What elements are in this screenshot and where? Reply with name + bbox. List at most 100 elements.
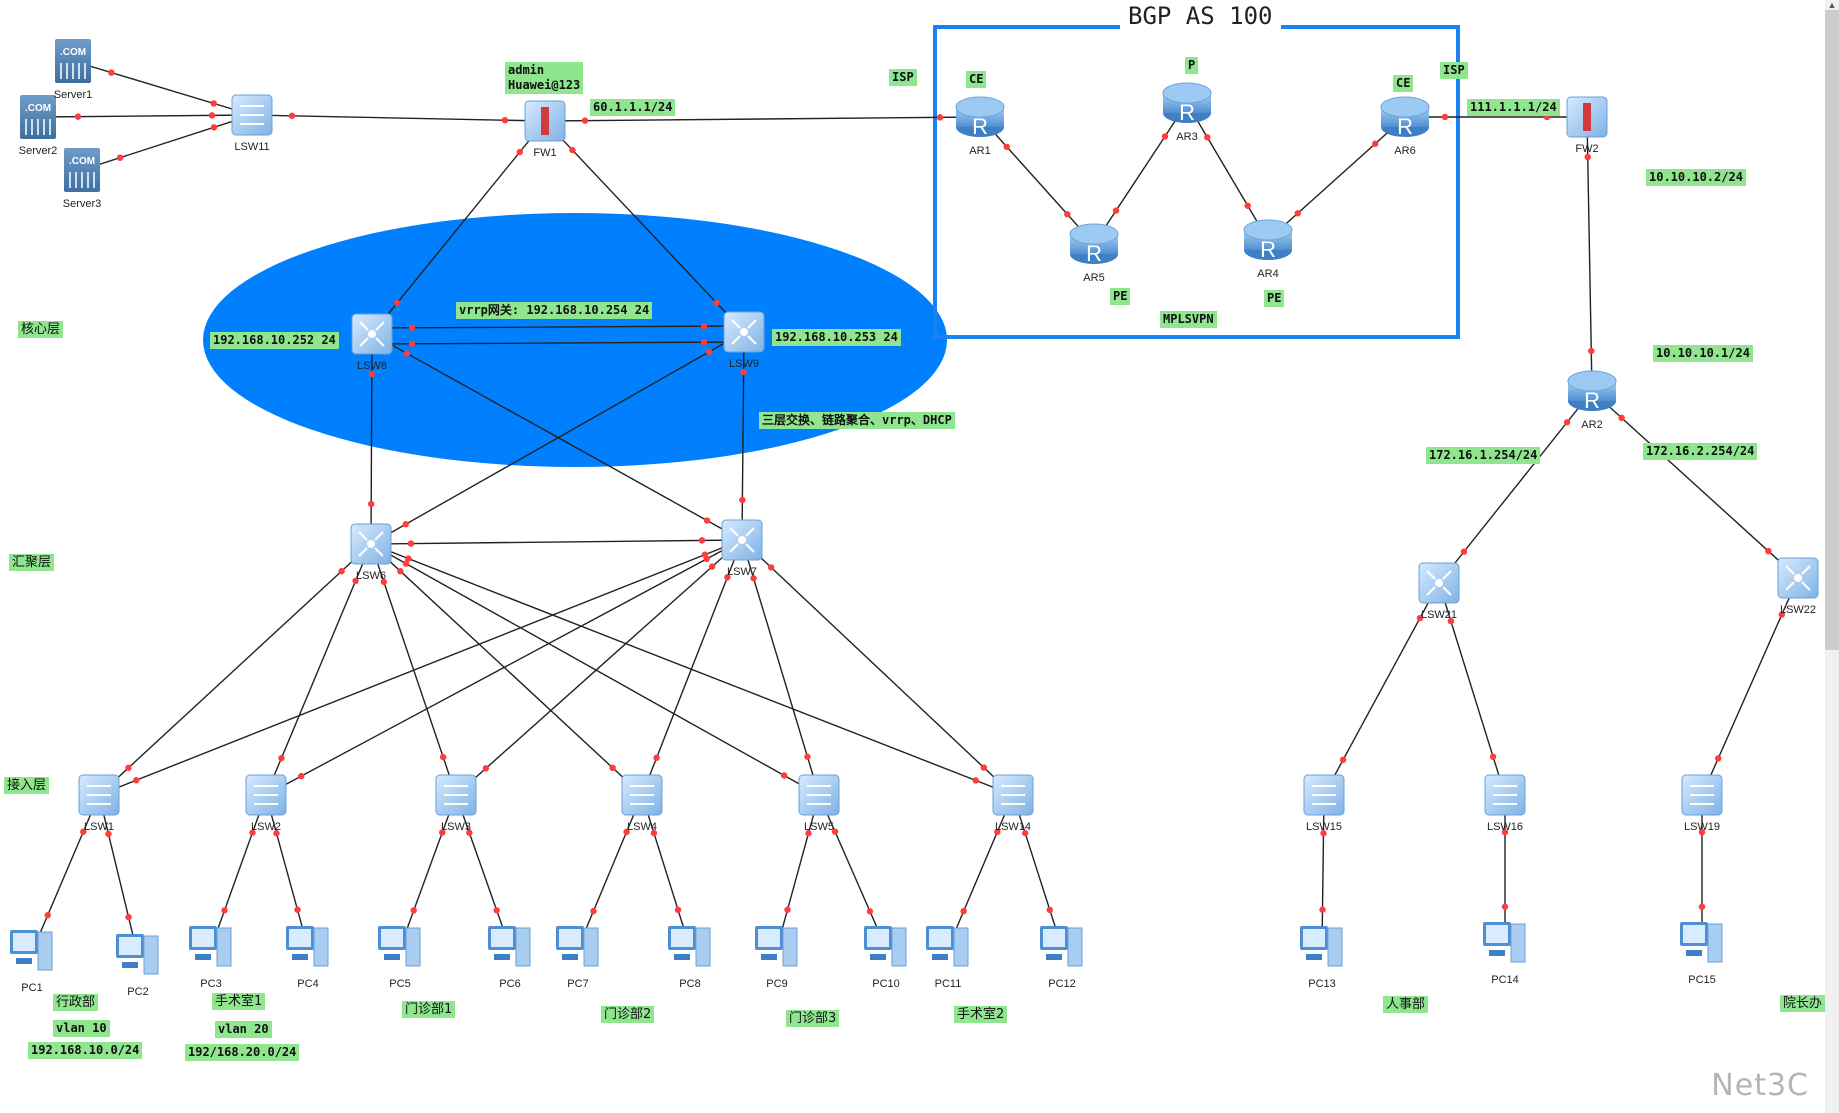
link-LSW15-PC13[interactable] (1321, 794, 1325, 949)
device-ar2-router-icon[interactable]: R (1567, 370, 1617, 413)
link-LSW7-LSW3[interactable] (455, 539, 743, 796)
link-LSW5-PC9[interactable] (776, 794, 820, 949)
link-FW1-LSW9[interactable] (544, 120, 745, 333)
device-server2-server-icon[interactable]: .COM (20, 95, 56, 139)
link-LSW6-LSW1[interactable] (98, 543, 372, 796)
device-pc2-pc-icon[interactable] (116, 934, 159, 975)
device-pc5-pc-icon[interactable] (378, 926, 421, 967)
link-LSW3-PC5[interactable] (399, 794, 457, 949)
link-LSW6-LSW3[interactable] (370, 543, 457, 796)
link-LSW7-LSW1[interactable] (98, 539, 743, 796)
link-Server2-LSW11[interactable] (37, 114, 253, 118)
port-indicator (831, 828, 839, 835)
link-AR3-AR4[interactable] (1186, 102, 1269, 241)
device-pc14-pc-icon[interactable] (1483, 922, 1526, 963)
link-LSW8-LSW7[interactable] (371, 333, 743, 541)
device-name-lsw2: LSW2 (251, 821, 281, 833)
device-ar4-router-icon[interactable]: R (1243, 219, 1293, 262)
device-lsw7-l3switch-icon[interactable] (721, 519, 763, 561)
link-Server1-LSW11[interactable] (72, 60, 253, 116)
device-lsw2-l2switch-icon[interactable] (245, 774, 287, 816)
device-ar5-router-icon[interactable]: R (1069, 223, 1119, 266)
device-lsw21-l3switch-icon[interactable] (1418, 562, 1460, 604)
device-lsw1-l2switch-icon[interactable] (78, 774, 120, 816)
link-LSW5-PC10[interactable] (818, 794, 887, 949)
device-fw1-firewall-icon[interactable] (524, 100, 566, 142)
device-pc10-pc-icon[interactable] (864, 926, 907, 967)
port-indicator (408, 324, 416, 331)
device-lsw3-l2switch-icon[interactable] (435, 774, 477, 816)
scroll-up-arrow-icon[interactable]: ▲ (1827, 0, 1837, 10)
link-LSW2-PC4[interactable] (265, 794, 309, 949)
link-LSW9-LSW6[interactable] (370, 331, 745, 545)
device-lsw8-l3switch-icon[interactable] (351, 313, 393, 355)
link-LSW4-PC7[interactable] (577, 794, 643, 949)
device-pc6-pc-icon[interactable] (488, 926, 531, 967)
device-name-lsw14: LSW14 (994, 821, 1032, 833)
device-ar3-router-icon[interactable]: R (1162, 82, 1212, 125)
link-AR5-AR3[interactable] (1093, 102, 1188, 245)
device-pc15-pc-icon[interactable] (1680, 922, 1723, 963)
link-LSW8-LSW6[interactable] (370, 333, 373, 545)
device-lsw15-l2switch-icon[interactable] (1303, 774, 1345, 816)
port-indicator (1112, 207, 1120, 214)
device-pc13-pc-icon[interactable] (1300, 926, 1343, 967)
device-pc9-pc-icon[interactable] (755, 926, 798, 967)
link-LSW6-LSW14[interactable] (370, 543, 1014, 796)
link-LSW6-LSW7[interactable] (370, 539, 743, 545)
device-lsw6-l3switch-icon[interactable] (350, 523, 392, 565)
device-pc7-pc-icon[interactable] (556, 926, 599, 967)
device-pc3-pc-icon[interactable] (189, 926, 232, 967)
device-server1-server-icon[interactable]: .COM (55, 39, 91, 83)
link-AR4-AR6[interactable] (1267, 116, 1406, 241)
port-indicator (1698, 829, 1706, 836)
device-lsw14-l2switch-icon[interactable] (992, 774, 1034, 816)
device-ar1-router-icon[interactable]: R (955, 96, 1005, 139)
link-FW1-LSW8[interactable] (371, 120, 546, 335)
device-fw2-firewall-icon[interactable] (1566, 96, 1608, 138)
device-lsw19-l2switch-icon[interactable] (1681, 774, 1723, 816)
link-FW2-AR2[interactable] (1586, 116, 1593, 392)
device-lsw22-l3switch-icon[interactable] (1777, 557, 1819, 599)
link-AR1-AR5[interactable] (979, 116, 1095, 245)
link-LSW8-LSW9[interactable] (371, 341, 745, 345)
scrollbar-thumb[interactable] (1825, 10, 1839, 650)
device-ar6-router-icon[interactable]: R (1380, 96, 1430, 139)
device-pc12-pc-icon[interactable] (1040, 926, 1083, 967)
device-pc1-pc-icon[interactable] (10, 930, 53, 971)
link-LSW7-LSW5[interactable] (741, 539, 820, 796)
device-lsw16-l2switch-icon[interactable] (1484, 774, 1526, 816)
link-LSW9-LSW7[interactable] (741, 331, 745, 541)
link-LSW7-LSW14[interactable] (741, 539, 1014, 796)
device-pc8-pc-icon[interactable] (668, 926, 711, 967)
device-lsw11-l2switch-icon[interactable] (231, 94, 273, 136)
link-LSW14-PC11[interactable] (947, 794, 1014, 949)
link-LSW1-PC2[interactable] (98, 794, 139, 957)
link-LSW2-PC3[interactable] (210, 794, 267, 949)
link-AR2-LSW22[interactable] (1591, 390, 1799, 579)
link-LSW7-LSW4[interactable] (641, 539, 743, 796)
link-LSW7-LSW2[interactable] (265, 539, 743, 796)
link-LSW14-PC12[interactable] (1012, 794, 1063, 949)
device-pc11-pc-icon[interactable] (926, 926, 969, 967)
link-LSW3-PC6[interactable] (455, 794, 511, 949)
device-lsw5-l2switch-icon[interactable] (798, 774, 840, 816)
link-Server3-LSW11[interactable] (81, 114, 253, 171)
device-lsw9-l3switch-icon[interactable] (723, 311, 765, 353)
device-name-ar4: AR4 (1257, 268, 1279, 280)
link-LSW8-LSW9[interactable] (371, 325, 745, 329)
device-lsw4-l2switch-icon[interactable] (621, 774, 663, 816)
link-FW1-AR1[interactable] (544, 116, 981, 122)
link-LSW4-PC8[interactable] (641, 794, 691, 949)
link-LSW6-LSW2[interactable] (265, 543, 372, 796)
link-LSW6-LSW4[interactable] (370, 543, 643, 796)
link-LSW11-FW1[interactable] (251, 114, 546, 122)
device-server3-server-icon[interactable]: .COM (64, 148, 100, 192)
link-LSW1-PC1[interactable] (31, 794, 100, 953)
vertical-scrollbar[interactable]: ▲ (1825, 0, 1839, 1113)
device-pc4-pc-icon[interactable] (286, 926, 329, 967)
lsw8-ip-label: 192.168.10.252 24 (210, 332, 339, 349)
link-LSW6-LSW5[interactable] (370, 543, 820, 796)
port-indicator (352, 577, 359, 585)
